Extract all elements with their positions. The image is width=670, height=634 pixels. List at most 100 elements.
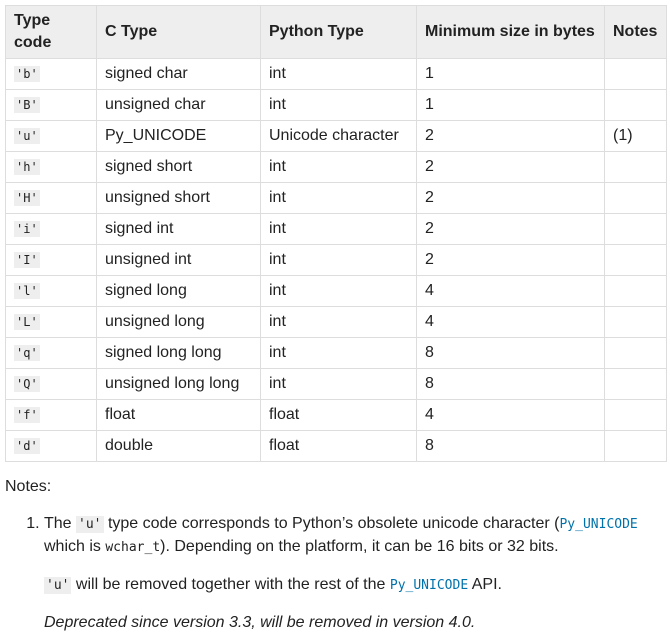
cell-notes [604, 430, 667, 462]
cell-minimum-size: 8 [416, 337, 605, 369]
cell-type-code: 'Q' [5, 368, 97, 400]
cell-minimum-size: 2 [416, 151, 605, 183]
cell-c-type: signed long [96, 275, 261, 307]
cell-python-type: int [260, 306, 417, 338]
cell-c-type: float [96, 399, 261, 431]
cell-type-code: 'H' [5, 182, 97, 214]
notes-heading: Notes: [5, 478, 52, 495]
cell-minimum-size: 2 [416, 244, 605, 276]
type-code-literal: 'l' [14, 283, 40, 299]
cell-c-type: unsigned long long [96, 368, 261, 400]
type-code-literal: 'I' [14, 252, 40, 268]
cell-minimum-size: 2 [416, 120, 605, 152]
cell-type-code: 'b' [5, 58, 97, 90]
note-text: which is [44, 538, 106, 555]
cell-c-type: unsigned short [96, 182, 261, 214]
cell-notes [604, 89, 667, 121]
header-minimum-size: Minimum size in bytes [416, 5, 605, 59]
cell-minimum-size: 8 [416, 430, 605, 462]
note-text: API. [468, 576, 502, 593]
type-code-literal: 'b' [14, 66, 40, 82]
cell-notes [604, 399, 667, 431]
cell-python-type: int [260, 89, 417, 121]
cell-notes [604, 58, 667, 90]
note-item-1: The 'u' type code corresponds to Python’… [44, 513, 670, 634]
cell-minimum-size: 2 [416, 213, 605, 245]
cell-minimum-size: 4 [416, 275, 605, 307]
cell-c-type: Py_UNICODE [96, 120, 261, 152]
cell-type-code: 'u' [5, 120, 97, 152]
type-code-literal: 'Q' [14, 376, 40, 392]
cell-type-code: 'i' [5, 213, 97, 245]
cell-type-code: 'l' [5, 275, 97, 307]
note-text: type code corresponds to Python’s obsole… [103, 515, 560, 532]
cell-minimum-size: 8 [416, 368, 605, 400]
deprecation-notice: Deprecated since version 3.3, will be re… [44, 614, 476, 631]
cell-notes [604, 275, 667, 307]
cell-c-type: double [96, 430, 261, 462]
cell-minimum-size: 1 [416, 58, 605, 90]
cell-type-code: 'L' [5, 306, 97, 338]
type-code-literal: 'u' [14, 128, 40, 144]
type-codes-table: Type code C Type Python Type Minimum siz… [5, 5, 667, 462]
cell-c-type: signed int [96, 213, 261, 245]
cell-minimum-size: 1 [416, 89, 605, 121]
cell-notes [604, 151, 667, 183]
header-type-code: Type code [5, 5, 97, 59]
cell-notes [604, 213, 667, 245]
cell-minimum-size: 2 [416, 182, 605, 214]
cell-notes: (1) [604, 120, 667, 152]
cell-c-type: signed long long [96, 337, 261, 369]
cell-type-code: 'I' [5, 244, 97, 276]
py-unicode-api-link[interactable]: Py_UNICODE [389, 578, 469, 593]
table-header-row: Type code C Type Python Type Minimum siz… [5, 5, 667, 59]
cell-python-type: float [260, 430, 417, 462]
type-code-u: 'u' [44, 577, 72, 594]
py-unicode-link[interactable]: Py_UNICODE [559, 517, 638, 532]
type-code-literal: 'q' [14, 345, 40, 361]
cell-type-code: 'f' [5, 399, 97, 431]
cell-c-type: unsigned char [96, 89, 261, 121]
type-code-literal: 'L' [14, 314, 40, 330]
cell-notes [604, 182, 667, 214]
type-code-literal: 'H' [14, 190, 40, 206]
cell-python-type: int [260, 275, 417, 307]
cell-minimum-size: 4 [416, 306, 605, 338]
cell-c-type: signed short [96, 151, 261, 183]
type-code-literal: 'f' [14, 407, 40, 423]
notes-list: The 'u' type code corresponds to Python’… [0, 513, 670, 634]
header-python-type: Python Type [260, 5, 417, 59]
cell-python-type: int [260, 337, 417, 369]
cell-c-type: unsigned int [96, 244, 261, 276]
note-1-paragraph: The 'u' type code corresponds to Python’… [44, 513, 670, 559]
cell-notes [604, 306, 667, 338]
cell-python-type: int [260, 58, 417, 90]
cell-minimum-size: 4 [416, 399, 605, 431]
cell-type-code: 'd' [5, 430, 97, 462]
header-notes: Notes [604, 5, 667, 59]
note-text: ). Depending on the platform, it can be … [160, 538, 559, 555]
removal-paragraph: 'u' will be removed together with the re… [44, 574, 670, 597]
cell-notes [604, 244, 667, 276]
cell-type-code: 'q' [5, 337, 97, 369]
cell-c-type: signed char [96, 58, 261, 90]
cell-notes [604, 368, 667, 400]
cell-python-type: int [260, 244, 417, 276]
cell-notes [604, 337, 667, 369]
cell-python-type: int [260, 151, 417, 183]
type-code-literal: 'B' [14, 97, 40, 113]
cell-python-type: Unicode character [260, 120, 417, 152]
cell-type-code: 'h' [5, 151, 97, 183]
cell-python-type: int [260, 213, 417, 245]
